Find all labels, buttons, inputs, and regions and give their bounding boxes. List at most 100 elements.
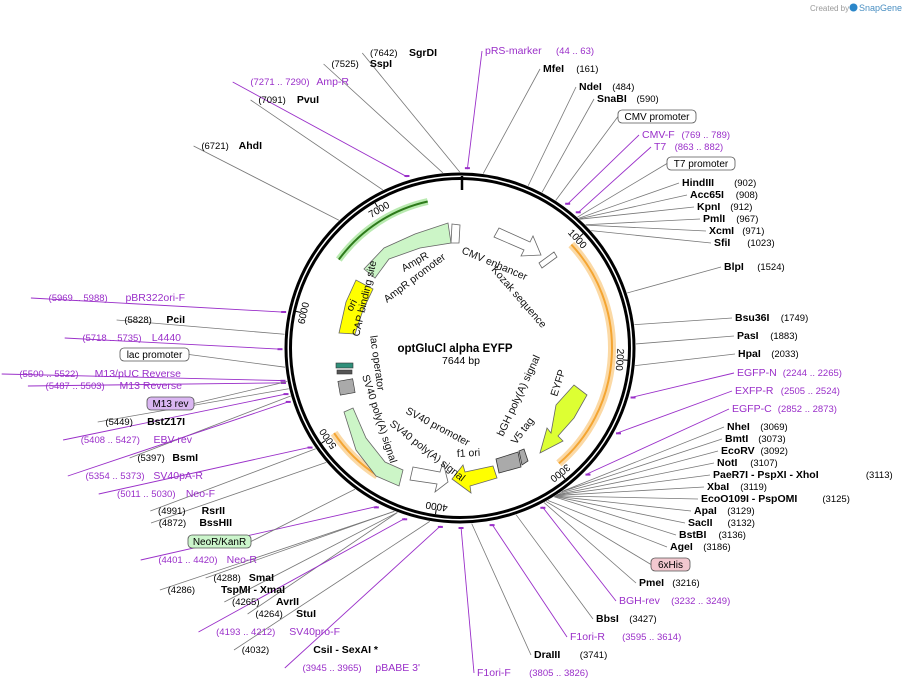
site-blpi[interactable]: BlpI(1524) [724, 261, 785, 273]
site-position: (3136) [719, 530, 746, 541]
site-tspmi-xmai[interactable]: TspMI - XmaI(4286) [168, 584, 285, 596]
tick-6000 [295, 310, 302, 314]
site-pasi[interactable]: PasI(1883) [737, 330, 798, 342]
site-pmli[interactable]: PmlI(967) [703, 213, 758, 225]
site-agei[interactable]: AgeI(3186) [670, 541, 731, 553]
sv40-promoter-arrow[interactable] [409, 460, 449, 494]
primer-prs-marker[interactable]: pRS-marker(44 .. 63) [485, 45, 594, 57]
site-name: BstBI [679, 529, 707, 541]
site-nhei[interactable]: NheI(3069) [727, 421, 788, 433]
site-rsrii[interactable]: RsrII(4991) [158, 505, 225, 517]
site-pcii[interactable]: PciI(5828) [124, 314, 185, 326]
primer-range: (5487 .. 5503) [46, 381, 105, 392]
site-smai[interactable]: SmaI(4288) [213, 572, 274, 584]
primer-sv40pa-r[interactable]: SV40pA-R(5354 .. 5373) [85, 470, 203, 482]
site-bsmi[interactable]: BsmI(5397) [137, 452, 198, 464]
site-apai[interactable]: ApaI(3129) [694, 505, 755, 517]
feature-tag-lac-promoter[interactable]: lac promoter [119, 347, 190, 362]
primer-site-mark [283, 393, 289, 396]
site-ndei[interactable]: NdeI(484) [579, 81, 634, 93]
leader-line [129, 395, 291, 459]
ori-arrow[interactable] [338, 279, 374, 335]
feature-tag-neor-kanr[interactable]: NeoR/KanR [187, 534, 252, 549]
site-stui[interactable]: StuI(4264) [255, 608, 316, 620]
primer-sv40pro-f[interactable]: SV40pro-F(4193 .. 4212) [216, 626, 340, 638]
primer-range: (4193 .. 4212) [216, 627, 275, 638]
primer-m13-reverse[interactable]: M13 Reverse(5487 .. 5503) [46, 380, 183, 392]
site-hpai[interactable]: HpaI(2033) [738, 348, 799, 360]
site-ecorv[interactable]: EcoRV(3092) [721, 445, 788, 457]
primer-m13-puc-reverse[interactable]: M13/pUC Reverse(5500 .. 5522) [19, 368, 181, 380]
site-position: (7091) [258, 95, 285, 106]
site-bstz17i[interactable]: BstZ17I(5449) [105, 416, 185, 428]
sv40-poly-a-signal-arrow-1[interactable] [343, 407, 404, 487]
primer-t7[interactable]: T7(863 .. 882) [654, 141, 723, 153]
site-kpni[interactable]: KpnI(912) [697, 201, 752, 213]
site-bmti[interactable]: BmtI(3073) [725, 433, 786, 445]
feature-tag-m13-rev[interactable]: M13 rev [146, 396, 195, 411]
primer-ebv-rev[interactable]: EBV-rev(5408 .. 5427) [81, 434, 193, 446]
primer-name: BGH-rev [619, 595, 661, 607]
site-sspi[interactable]: SspI(7525) [331, 58, 392, 70]
feature-tag-cmv-promoter[interactable]: CMV promoter [617, 109, 697, 124]
site-acc65i[interactable]: Acc65I(908) [690, 189, 758, 201]
leader-line [323, 63, 444, 174]
site-mfei[interactable]: MfeI(161) [543, 63, 598, 75]
site-avrii[interactable]: AvrII(4265) [232, 596, 299, 608]
primer-neo-f[interactable]: Neo-F(5011 .. 5030) [117, 488, 215, 500]
site-noti[interactable]: NotI(3107) [717, 457, 778, 469]
site-position: (1524) [757, 262, 784, 273]
primer-neo-r[interactable]: Neo-R(4401 .. 4420) [158, 554, 257, 566]
primer-f1ori-f[interactable]: F1ori-F(3805 .. 3826) [477, 667, 588, 679]
eyfp-arrow[interactable] [539, 384, 588, 454]
f1-ori-arrow[interactable] [451, 464, 498, 494]
primer-amp-r[interactable]: Amp-R(7271 .. 7290) [250, 76, 349, 88]
site-snabi[interactable]: SnaBI(590) [597, 93, 659, 105]
primer-name: Amp-R [316, 76, 349, 88]
site-position: (912) [730, 202, 752, 213]
feature-tag-t7-promoter[interactable]: T7 promoter [666, 156, 736, 171]
ampr-promoter-arrow[interactable] [450, 223, 461, 244]
feature-tag-text: NeoR/KanR [193, 537, 246, 548]
primer-range: (5354 .. 5373) [85, 471, 144, 482]
eyfp-orf-arc [558, 243, 613, 465]
primer-l4440[interactable]: L4440(5718 .. 5735) [82, 332, 181, 344]
site-bbsi[interactable]: BbsI(3427) [596, 613, 657, 625]
primer-f1ori-r[interactable]: F1ori-R(3595 .. 3614) [570, 631, 681, 643]
leader-line [579, 194, 688, 220]
primer-egfp-n[interactable]: EGFP-N(2244 .. 2265) [737, 367, 842, 379]
site-xcmi[interactable]: XcmI(971) [709, 225, 764, 237]
site-name: NotI [717, 457, 737, 469]
primer-range: (2244 .. 2265) [783, 368, 842, 379]
site-xbai[interactable]: XbaI(3119) [707, 481, 767, 493]
site-sacii[interactable]: SacII(3132) [688, 517, 755, 529]
site-sgrdi[interactable]: SgrDI(7642) [370, 47, 437, 59]
site-pvui[interactable]: PvuI(7091) [258, 94, 319, 106]
site-pmei[interactable]: PmeI(3216) [639, 577, 700, 589]
site-hindiii[interactable]: HindIII(902) [682, 177, 756, 189]
site-ecoo109i-pspomi[interactable]: EcoO109I - PspOMI(3125) [701, 493, 850, 505]
primer-cmv-f[interactable]: CMV-F(769 .. 789) [642, 129, 730, 141]
site-bsu36i[interactable]: Bsu36I(1749) [735, 312, 808, 324]
primer-pbabe-3[interactable]: pBABE 3'(3945 .. 3965) [302, 662, 420, 674]
primer-bgh-rev[interactable]: BGH-rev(3232 .. 3249) [619, 595, 730, 607]
primer-pbr322ori-f[interactable]: pBR322ori-F(5969 .. 5988) [49, 292, 185, 304]
site-bstbi[interactable]: BstBI (3136) [679, 529, 746, 541]
feature-tag-6xhis[interactable]: 6xHis [650, 557, 691, 572]
primer-exfp-r[interactable]: EXFP-R(2505 .. 2524) [735, 385, 840, 397]
site-position: (5449) [105, 417, 132, 428]
primer-egfp-c[interactable]: EGFP-C(2852 .. 2873) [732, 403, 837, 415]
site-ahdi[interactable]: AhdI(6721) [201, 140, 262, 152]
leader-line [566, 134, 640, 205]
site-sfii[interactable]: SfiI(1023) [714, 237, 775, 249]
leader-line [579, 206, 695, 220]
site-draiii[interactable]: DraIII(3741) [534, 649, 607, 661]
site-name: AvrII [276, 596, 299, 608]
site-csii-sexai[interactable]: CsiI - SexAI *(4032) [242, 644, 379, 656]
ampr-arrow[interactable] [363, 222, 452, 279]
leader-line [543, 502, 637, 584]
site-paer7i-pspxi-xhoi[interactable]: PaeR7I - PspXI - XhoI(3113) [713, 469, 893, 481]
site-bsshii[interactable]: BssHII(4872) [159, 517, 232, 529]
cmv-enhancer-arrow[interactable] [493, 227, 542, 257]
leader-line [578, 182, 680, 219]
